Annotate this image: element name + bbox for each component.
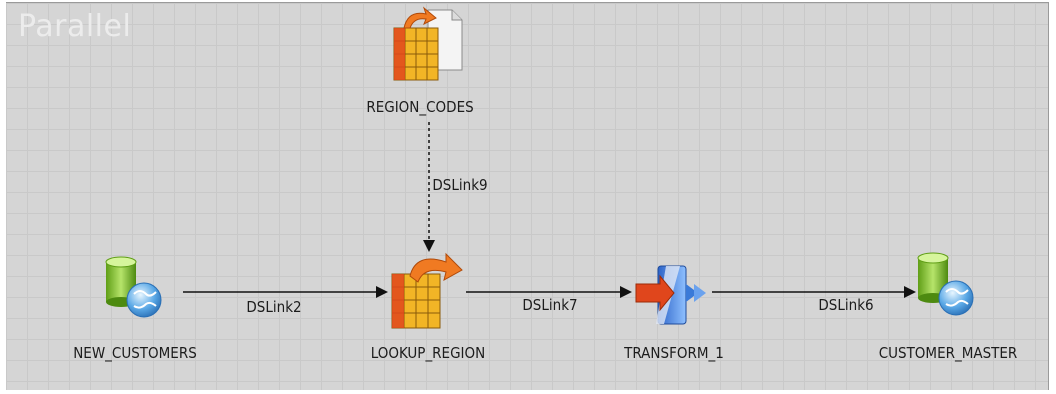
canvas-title: Parallel xyxy=(18,9,132,44)
canvas-bottom-margin xyxy=(0,390,1056,394)
link-label-dslink2: DSLink2 xyxy=(246,298,302,316)
transform-1-stage[interactable] xyxy=(634,262,714,332)
link-label-dslink9: DSLink9 xyxy=(432,176,488,194)
canvas-left-margin xyxy=(0,2,6,390)
lookup-region-stage[interactable] xyxy=(388,250,468,336)
link-label-dslink6: DSLink6 xyxy=(818,296,874,314)
stage-label-lookup-region: LOOKUP_REGION xyxy=(370,344,486,362)
database-globe-icon xyxy=(105,256,162,318)
stage-label-transform-1: TRANSFORM_1 xyxy=(624,344,724,362)
design-canvas[interactable]: Parallel xyxy=(6,2,1049,391)
region-codes-stage[interactable] xyxy=(390,6,466,94)
transformer-icon xyxy=(635,265,706,325)
stage-label-new-customers: NEW_CUSTOMERS xyxy=(73,344,197,362)
customer-master-stage[interactable] xyxy=(916,252,996,328)
stage-label-customer-master: CUSTOMER_MASTER xyxy=(878,344,1018,362)
link-label-dslink7: DSLink7 xyxy=(522,296,578,314)
file-lookup-table-icon xyxy=(393,6,463,81)
lookup-stage-icon xyxy=(391,252,463,329)
stage-label-region-codes: REGION_CODES xyxy=(366,98,474,116)
database-globe-icon xyxy=(917,252,974,316)
new-customers-stage[interactable] xyxy=(104,256,184,332)
